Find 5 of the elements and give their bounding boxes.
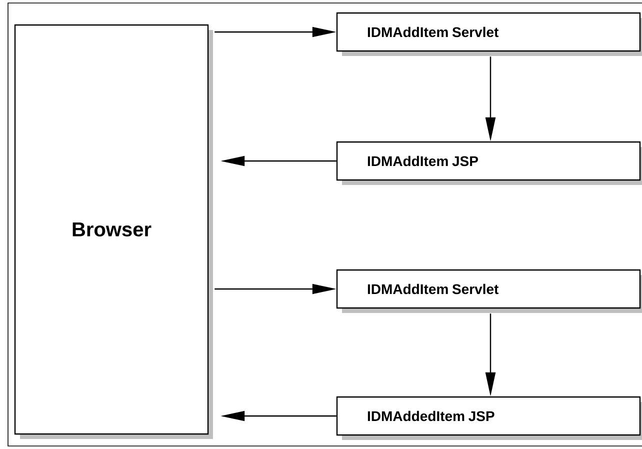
component-box: IDMAddItem JSP [336,141,642,185]
component-box: IDMAddItem Servlet [336,12,642,56]
browser-box: Browser [14,24,213,439]
component-box: IDMAddItem Servlet [336,269,642,313]
component-box: IDMAddedItem JSP [336,396,642,440]
